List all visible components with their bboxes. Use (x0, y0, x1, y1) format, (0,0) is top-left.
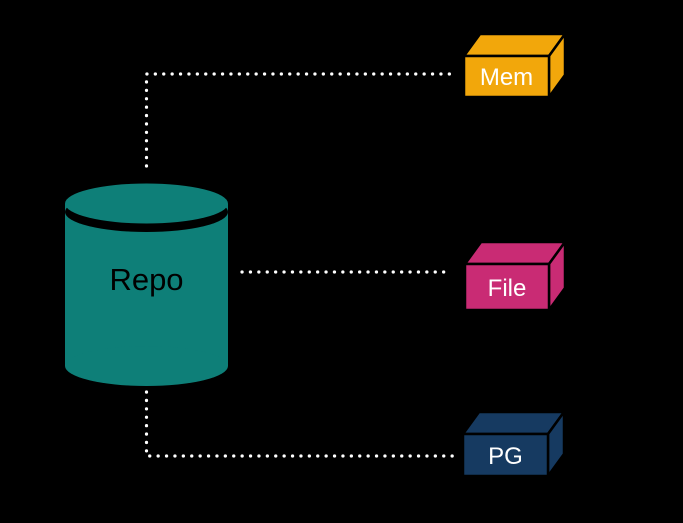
connector-repo-mem (144, 72, 457, 168)
pg-box-front-face (461, 432, 550, 478)
pg-box-label: PG (488, 443, 523, 470)
file-box-front-face (463, 262, 551, 312)
pg-box-top-face (461, 410, 566, 436)
mem-box-top-face (462, 32, 567, 58)
repo-label: Repo (109, 262, 183, 297)
mem-box-label: Mem (480, 64, 533, 91)
file-box-label: File (488, 275, 527, 302)
repo-cylinder-bottom-cap (65, 346, 228, 386)
backend-node-file: File (463, 240, 567, 312)
backend-node-pg: PG (461, 410, 566, 478)
mem-box-front-face (462, 54, 551, 99)
repo-node: Repo (65, 183, 228, 386)
backend-node-mem: Mem (462, 32, 567, 99)
repo-cylinder-top-cap (65, 183, 228, 224)
connector-repo-pg (144, 390, 457, 458)
